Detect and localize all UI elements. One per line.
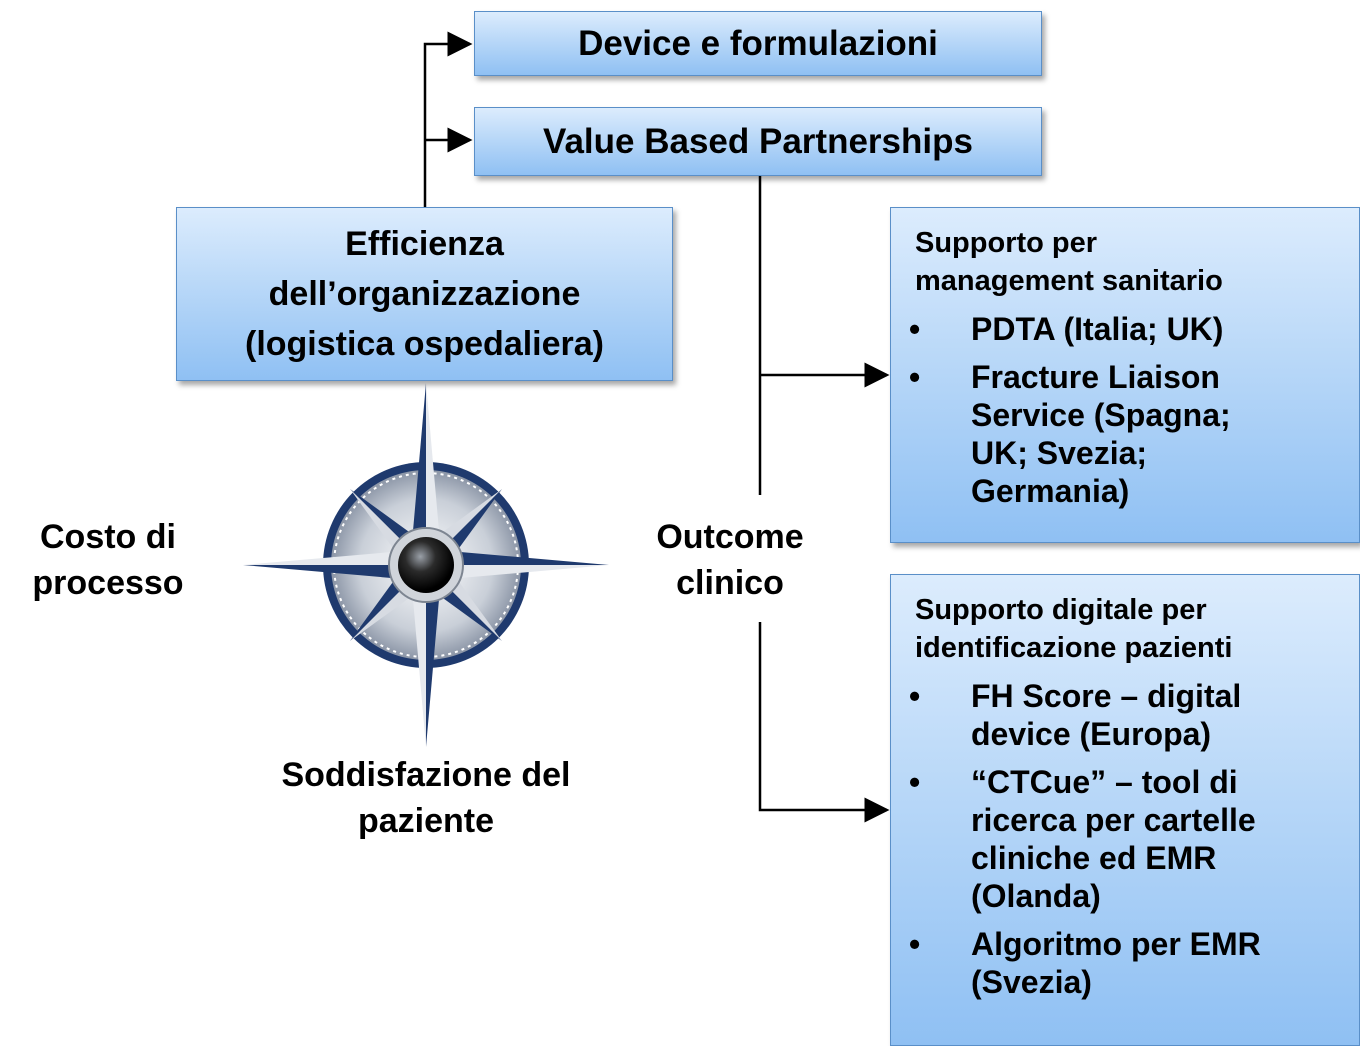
bullet-icon: • [909, 359, 921, 395]
management-heading-line-2: management sanitario [915, 265, 1223, 297]
item-text: ricerca per cartelle [971, 802, 1256, 838]
efficienza-line-3: (logistica ospedaliera) [245, 325, 604, 363]
item-text: (Olanda) [971, 878, 1101, 914]
digitale-heading-line-2: identificazione pazienti [915, 632, 1233, 664]
soddisfazione-label: Soddisfazione del paziente [226, 752, 626, 844]
item-text: FH Score – digital [971, 678, 1242, 714]
device-label: Device e formulazioni [578, 23, 938, 63]
digitale-heading: Supporto digitale per identificazione pa… [915, 591, 1359, 667]
costo-line-2: processo [32, 564, 184, 602]
digitale-heading-line-1: Supporto digitale per [915, 594, 1207, 626]
connector-outcome-to-digitale [758, 622, 890, 823]
management-box: Supporto per management sanitario • PDTA… [890, 207, 1360, 543]
efficienza-line-1: Efficienza [345, 225, 504, 263]
management-heading-line-1: Supporto per [915, 227, 1098, 259]
management-heading: Supporto per management sanitario [915, 224, 1359, 300]
efficienza-box: Efficienza dell’organizzazione (logistic… [176, 207, 673, 381]
list-item: • FH Score – digital device (Europa) [891, 677, 1359, 753]
list-item: • PDTA (Italia; UK) [891, 310, 1359, 348]
bullet-icon: • [909, 678, 921, 714]
item-text: “CTCue” – tool di [971, 764, 1238, 800]
vbp-box: Value Based Partnerships [474, 107, 1042, 176]
list-item: • Algoritmo per EMR (Svezia) [891, 925, 1359, 1001]
digitale-box: Supporto digitale per identificazione pa… [890, 574, 1360, 1046]
item-text: cliniche ed EMR [971, 840, 1217, 876]
costo-line-1: Costo di [40, 518, 176, 556]
bullet-icon: • [909, 764, 921, 800]
item-text: device (Europa) [971, 716, 1212, 752]
bullet-icon: • [909, 311, 921, 347]
costo-label: Costo di processo [8, 514, 208, 606]
item-text: (Svezia) [971, 964, 1092, 1000]
item-text: PDTA (Italia; UK) [971, 311, 1224, 347]
item-text: Algoritmo per EMR [971, 926, 1261, 962]
connector-to-device [423, 31, 473, 207]
bullet-icon: • [909, 926, 921, 962]
outcome-line-1: Outcome [656, 518, 804, 556]
vbp-label: Value Based Partnerships [543, 121, 973, 161]
device-box: Device e formulazioni [474, 11, 1042, 76]
outcome-line-2: clinico [676, 564, 784, 602]
list-item: • Fracture Liaison Service (Spagna; UK; … [891, 358, 1359, 510]
item-text: Service (Spagna; [971, 397, 1231, 433]
item-text: UK; Svezia; [971, 435, 1148, 471]
digitale-list: • FH Score – digital device (Europa) • “… [891, 677, 1359, 1001]
soddisfazione-line-1: Soddisfazione del [281, 756, 571, 794]
list-item: • “CTCue” – tool di ricerca per cartelle… [891, 763, 1359, 915]
management-list: • PDTA (Italia; UK) • Fracture Liaison S… [891, 310, 1359, 510]
item-text: Germania) [971, 473, 1130, 509]
outcome-label: Outcome clinico [620, 514, 840, 606]
item-text: Fracture Liaison [971, 359, 1220, 395]
soddisfazione-line-2: paziente [357, 802, 495, 840]
efficienza-line-2: dell’organizzazione [268, 275, 581, 313]
